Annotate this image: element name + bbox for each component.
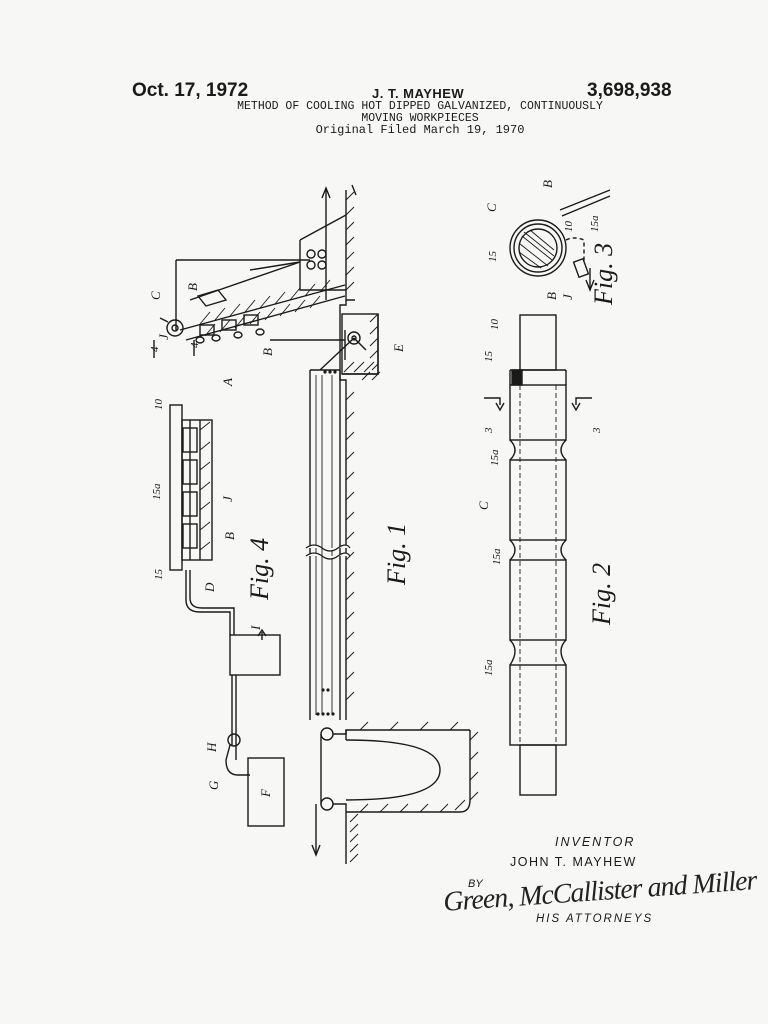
figure-3-drawing: C B 10 15a 15 B J Fig. 3: [484, 180, 618, 306]
label-15-fig2: 15: [483, 351, 495, 363]
label-f: F: [258, 788, 273, 798]
label-3b: 3: [591, 427, 603, 434]
label-j-fig3: J: [560, 293, 575, 300]
attorneys-label: HIS ATTORNEYS: [536, 913, 654, 925]
label-15a-1-fig2: 15a: [489, 449, 501, 466]
inventor-header: J. T. MAYHEW: [372, 86, 465, 101]
label-10-fig3: 10: [563, 221, 575, 233]
label-15a-2-fig2: 15a: [491, 548, 503, 565]
title-line-2: MOVING WORKPIECES: [361, 112, 479, 125]
figure-1-drawing: B C J A B E 4 4 Fig. 1: [148, 184, 479, 864]
figure-2-caption: Fig. 2: [587, 563, 616, 626]
label-b2-fig1: B: [260, 348, 275, 356]
label-d: D: [202, 582, 217, 593]
label-a-fig1: A: [220, 378, 235, 387]
label-b2-fig3: B: [544, 292, 559, 300]
label-c-fig3: C: [484, 203, 499, 212]
patent-date: Oct. 17, 1972: [132, 80, 249, 101]
label-15a-fig4: 15a: [151, 483, 163, 500]
figure-2-drawing: 3 3 10 15 15a C 15a 15a Fig. 2: [476, 314, 616, 796]
label-15a-3-fig2: 15a: [483, 659, 495, 676]
label-10-fig2: 10: [489, 319, 501, 331]
label-j-fig1: J: [156, 333, 171, 340]
label-h: H: [204, 742, 219, 753]
figure-4-drawing: I F H G D 10 15a 15 J B Fig. 4: [151, 399, 285, 827]
label-e-fig1: E: [391, 344, 406, 353]
label-c-fig1: C: [148, 291, 163, 300]
figure-3-caption: Fig. 3: [589, 243, 618, 306]
label-10-fig4: 10: [153, 399, 165, 411]
inventor-name: JOHN T. MAYHEW: [510, 855, 637, 869]
label-15-fig4: 15: [153, 569, 165, 581]
figure-1-caption: Fig. 1: [382, 523, 411, 586]
title-line-1: METHOD OF COOLING HOT DIPPED GALVANIZED,…: [237, 100, 603, 113]
label-3a: 3: [483, 427, 495, 434]
label-15-fig3: 15: [487, 251, 499, 263]
by-label: BY: [468, 878, 483, 890]
label-g: G: [206, 780, 221, 790]
label-4a-fig1: 4: [149, 346, 161, 352]
figure-4-caption: Fig. 4: [245, 538, 274, 601]
label-4b-fig1: 4: [189, 342, 201, 348]
label-15a-fig3: 15a: [589, 215, 601, 232]
label-c-fig2: C: [476, 501, 491, 510]
label-b-fig1: B: [185, 283, 200, 291]
filed-date: Original Filed March 19, 1970: [315, 123, 525, 137]
label-b-fig3: B: [540, 180, 555, 188]
label-j-fig4: J: [220, 495, 235, 502]
label-b-fig4: B: [222, 532, 237, 540]
patent-number: 3,698,938: [587, 80, 672, 101]
inventor-label: INVENTOR: [555, 835, 636, 849]
label-i: I: [248, 625, 263, 631]
patent-title: METHOD OF COOLING HOT DIPPED GALVANIZED,…: [150, 101, 690, 125]
